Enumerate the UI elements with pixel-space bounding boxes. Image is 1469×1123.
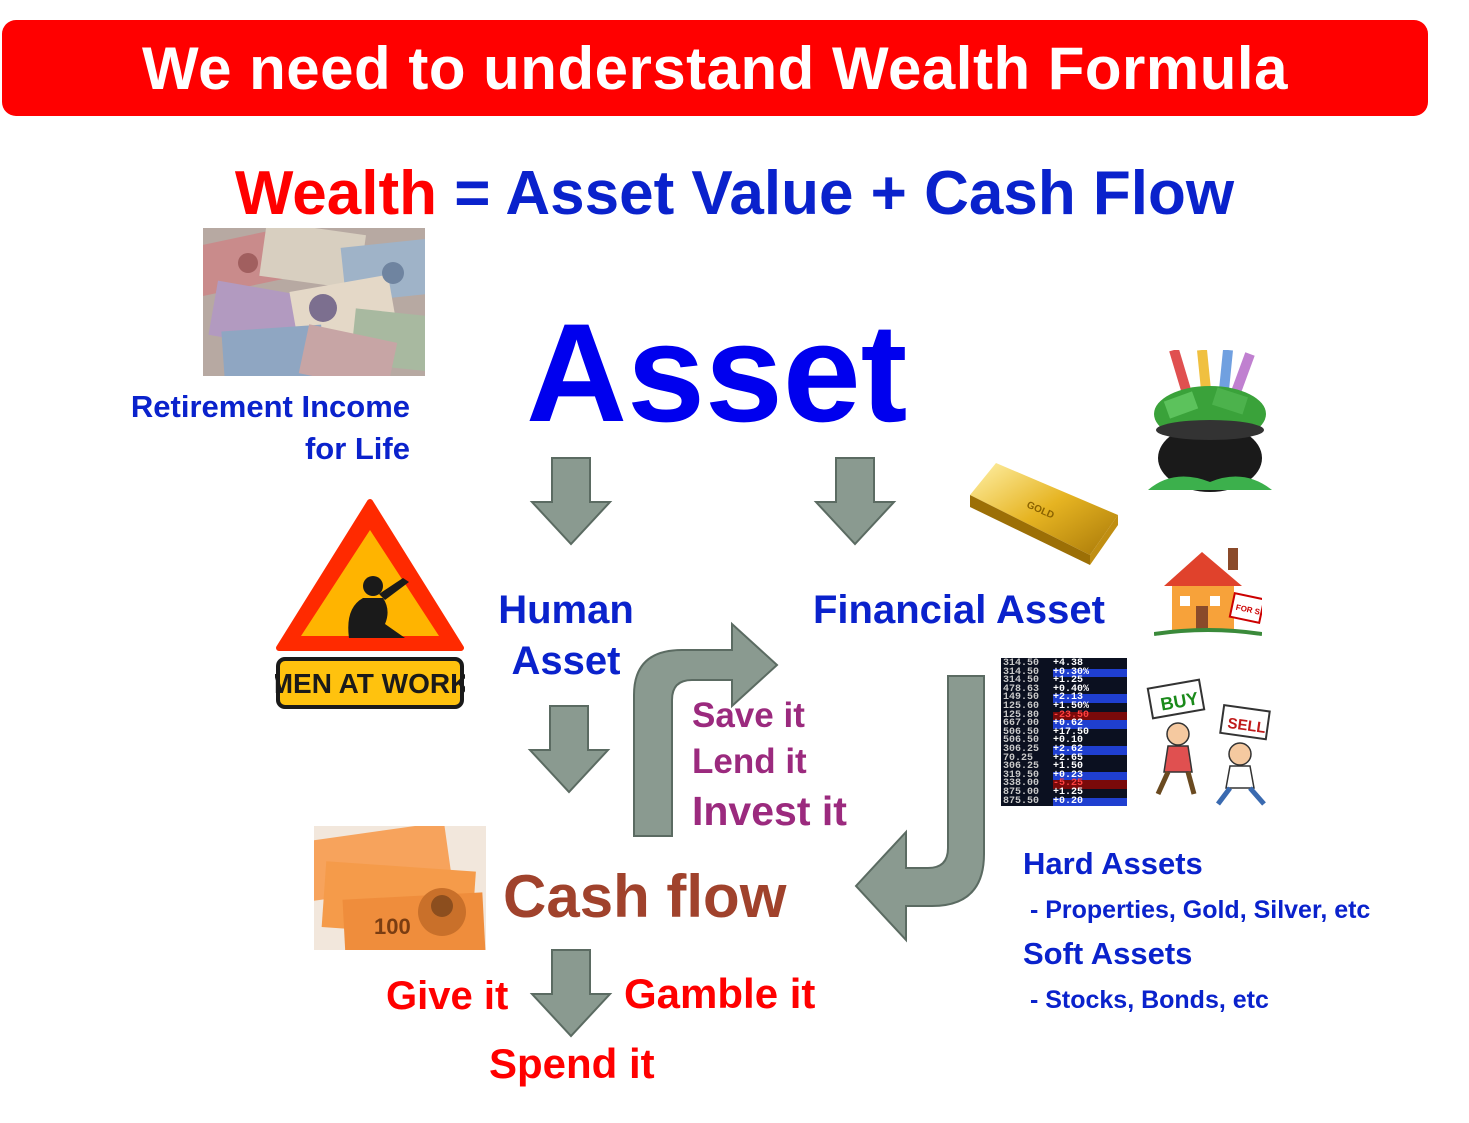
ticker-value: +0.62 — [1053, 719, 1127, 729]
stock-ticker-board: +4.38+0.30%+1.25+0.40%+2.13+1.50%-23.50+… — [1001, 658, 1127, 806]
gamble-it: Gamble it — [624, 970, 816, 1017]
financial-asset-label: Financial Asset — [813, 588, 1105, 632]
arrow-to-cash-flow — [527, 705, 611, 794]
ticker-value: +0.23 — [1053, 770, 1127, 781]
soft-assets-detail: - Stocks, Bonds, etc — [1023, 986, 1269, 1014]
ticker-value: -23.50 — [1053, 710, 1127, 721]
ticker-value: +1.50 — [1053, 761, 1084, 773]
title-banner: We need to understand Wealth Formula — [2, 20, 1428, 116]
ticker-value: +17.50 — [1053, 726, 1090, 738]
buy-sell-cartoon: BUY SELL — [1146, 678, 1271, 806]
wealth-formula: Wealth = Asset Value + Cash Flow — [0, 158, 1469, 229]
banknote-image: 100 — [314, 826, 486, 950]
ticker-value: +4.38 — [1053, 658, 1084, 669]
money-pot-icon — [1148, 350, 1272, 492]
asset-heading: Asset — [526, 294, 908, 451]
save-it: Save it — [692, 696, 805, 735]
retirement-income-label: Retirement Income for Life — [130, 389, 410, 466]
ticker-value: +2.65 — [1053, 752, 1084, 764]
hard-assets-title: Hard Assets — [1023, 846, 1203, 881]
ticker-value: +0.10 — [1053, 735, 1084, 747]
ticker-value: +1.25 — [1053, 786, 1084, 798]
arrow-to-financial-asset — [813, 457, 897, 546]
human-asset-label: Human Asset — [498, 588, 634, 683]
ticker-value: +0.20 — [1053, 796, 1127, 806]
men-at-work-sign: MEN AT WORK — [275, 499, 465, 709]
soft-assets-title: Soft Assets — [1023, 936, 1193, 971]
arrow-invest-to-financial-asset — [633, 621, 779, 837]
arrow-financial-to-cash-flow — [854, 675, 985, 943]
arrow-to-human-asset — [529, 457, 613, 546]
ticker-value: +2.62 — [1053, 745, 1127, 755]
sign-text: MEN AT WORK — [275, 668, 465, 699]
banknote-value: 100 — [374, 914, 411, 939]
arrow-to-spending — [529, 949, 613, 1038]
ticker-value: +1.50% — [1053, 700, 1090, 712]
sell-text: SELL — [1226, 715, 1266, 737]
formula-equals: = — [436, 159, 506, 228]
ticker-value: +2.13 — [1053, 693, 1127, 703]
give-it: Give it — [386, 974, 509, 1018]
cash-flow-label: Cash flow — [503, 863, 787, 930]
gold-bar-icon: GOLD — [970, 463, 1118, 565]
ticker-value: +1.25 — [1053, 675, 1084, 687]
spend-it: Spend it — [489, 1040, 655, 1087]
ticker-value: +0.40% — [1053, 683, 1090, 695]
positive-uses-list: Save it Lend it Invest it — [692, 696, 847, 835]
hard-assets-detail: - Properties, Gold, Silver, etc — [1023, 896, 1371, 924]
ticker-value: -5.25 — [1053, 779, 1127, 789]
ticker-value: +0.30% — [1053, 667, 1127, 678]
money-pile-image — [203, 228, 425, 376]
formula-rhs: Asset Value + Cash Flow — [505, 159, 1235, 228]
formula-lhs: Wealth — [234, 159, 437, 228]
invest-it: Invest it — [692, 788, 847, 834]
title-text: We need to understand Wealth Formula — [142, 34, 1288, 102]
lend-it: Lend it — [692, 742, 807, 781]
house-for-sale-icon: FOR SALE — [1154, 548, 1262, 636]
